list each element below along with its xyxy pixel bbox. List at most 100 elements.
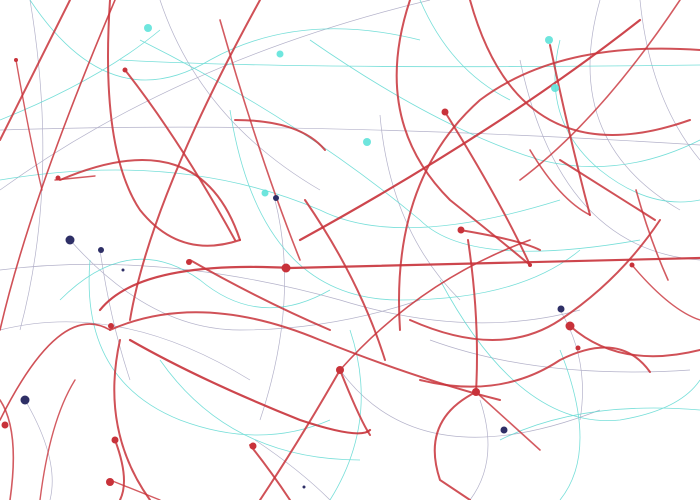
grey-line — [19, 0, 44, 331]
red-line — [15, 59, 43, 191]
navy-dot — [500, 426, 508, 434]
teal-dot — [551, 84, 559, 92]
teal-line — [0, 169, 561, 229]
grey-line — [0, 321, 251, 381]
navy-dot — [273, 195, 279, 201]
red-line — [409, 219, 661, 341]
teal-line — [439, 279, 700, 422]
grey-line — [339, 369, 601, 438]
red-line — [559, 159, 656, 221]
grey-line — [469, 399, 489, 500]
grey-line — [254, 439, 331, 500]
teal-line — [229, 109, 581, 301]
teal-dot — [545, 36, 553, 44]
teal-dots — [144, 24, 559, 197]
teal-line — [559, 349, 581, 500]
red-line — [109, 479, 161, 500]
red-line — [0, 0, 116, 331]
red-dot — [336, 366, 344, 374]
red-line — [234, 119, 326, 151]
navy-dot — [557, 305, 565, 313]
red-dot — [575, 345, 581, 351]
red-line — [39, 379, 76, 500]
red-line — [339, 239, 531, 371]
red-dot — [472, 388, 480, 396]
red-line — [339, 369, 371, 436]
grey-line — [589, 0, 681, 211]
red-line — [0, 399, 15, 500]
red-line — [129, 0, 261, 321]
teal-dot — [276, 50, 284, 58]
red-line — [444, 111, 531, 266]
grey-line — [24, 399, 53, 500]
red-line — [107, 0, 241, 247]
red-line — [529, 149, 591, 216]
red-line — [128, 338, 372, 435]
red-line — [98, 256, 700, 312]
red-dot — [55, 175, 61, 181]
red-dot — [629, 262, 635, 268]
red-line — [475, 391, 541, 451]
red-line — [59, 159, 241, 241]
teal-line — [29, 0, 421, 81]
grey-line — [99, 249, 131, 381]
red-line — [467, 239, 478, 393]
red-line — [549, 44, 591, 216]
red-line — [0, 323, 111, 421]
red-dot — [186, 259, 192, 265]
red-dot — [528, 263, 532, 267]
grey-line — [519, 59, 700, 261]
navy-dot — [65, 235, 75, 245]
red-dot — [1, 421, 9, 429]
red-dot — [106, 478, 114, 486]
red-line — [469, 0, 691, 136]
red-dot — [122, 67, 128, 73]
navy-dots — [20, 195, 565, 489]
teal-line — [59, 258, 331, 309]
red-line — [631, 264, 700, 321]
teal-line — [119, 59, 700, 68]
teal-dot — [261, 189, 269, 197]
teal-line — [419, 0, 511, 101]
navy-dot — [20, 395, 30, 405]
red-dots — [1, 58, 635, 486]
red-line — [124, 69, 236, 241]
teal-line — [88, 259, 331, 436]
red-dot — [14, 58, 18, 62]
grey-line — [0, 263, 581, 324]
red-line — [304, 199, 386, 361]
red-line — [635, 189, 669, 281]
red-dot — [457, 226, 465, 234]
red-dot — [111, 436, 119, 444]
red-line — [569, 325, 700, 358]
red-line — [398, 47, 700, 331]
red-line — [459, 229, 541, 251]
grey-line — [69, 239, 421, 331]
red-line — [0, 0, 71, 141]
red-line — [298, 18, 642, 242]
teal-line — [0, 29, 161, 121]
red-line — [54, 175, 96, 181]
grey-line — [159, 0, 321, 191]
red-dot — [108, 323, 114, 329]
teal-line — [139, 39, 641, 252]
red-line — [219, 19, 301, 261]
red-line — [519, 0, 681, 181]
red-line — [113, 339, 151, 500]
grey-line — [559, 309, 583, 421]
red-line — [395, 0, 531, 266]
red-dot — [441, 108, 449, 116]
grey-line — [259, 199, 285, 421]
grey-line — [0, 126, 700, 146]
red-line — [419, 346, 651, 388]
red-dot — [281, 263, 291, 273]
teal-line — [159, 359, 361, 461]
red-line — [249, 444, 291, 500]
teal-dot — [144, 24, 152, 32]
red-line — [433, 391, 477, 500]
red-dot — [565, 321, 575, 331]
